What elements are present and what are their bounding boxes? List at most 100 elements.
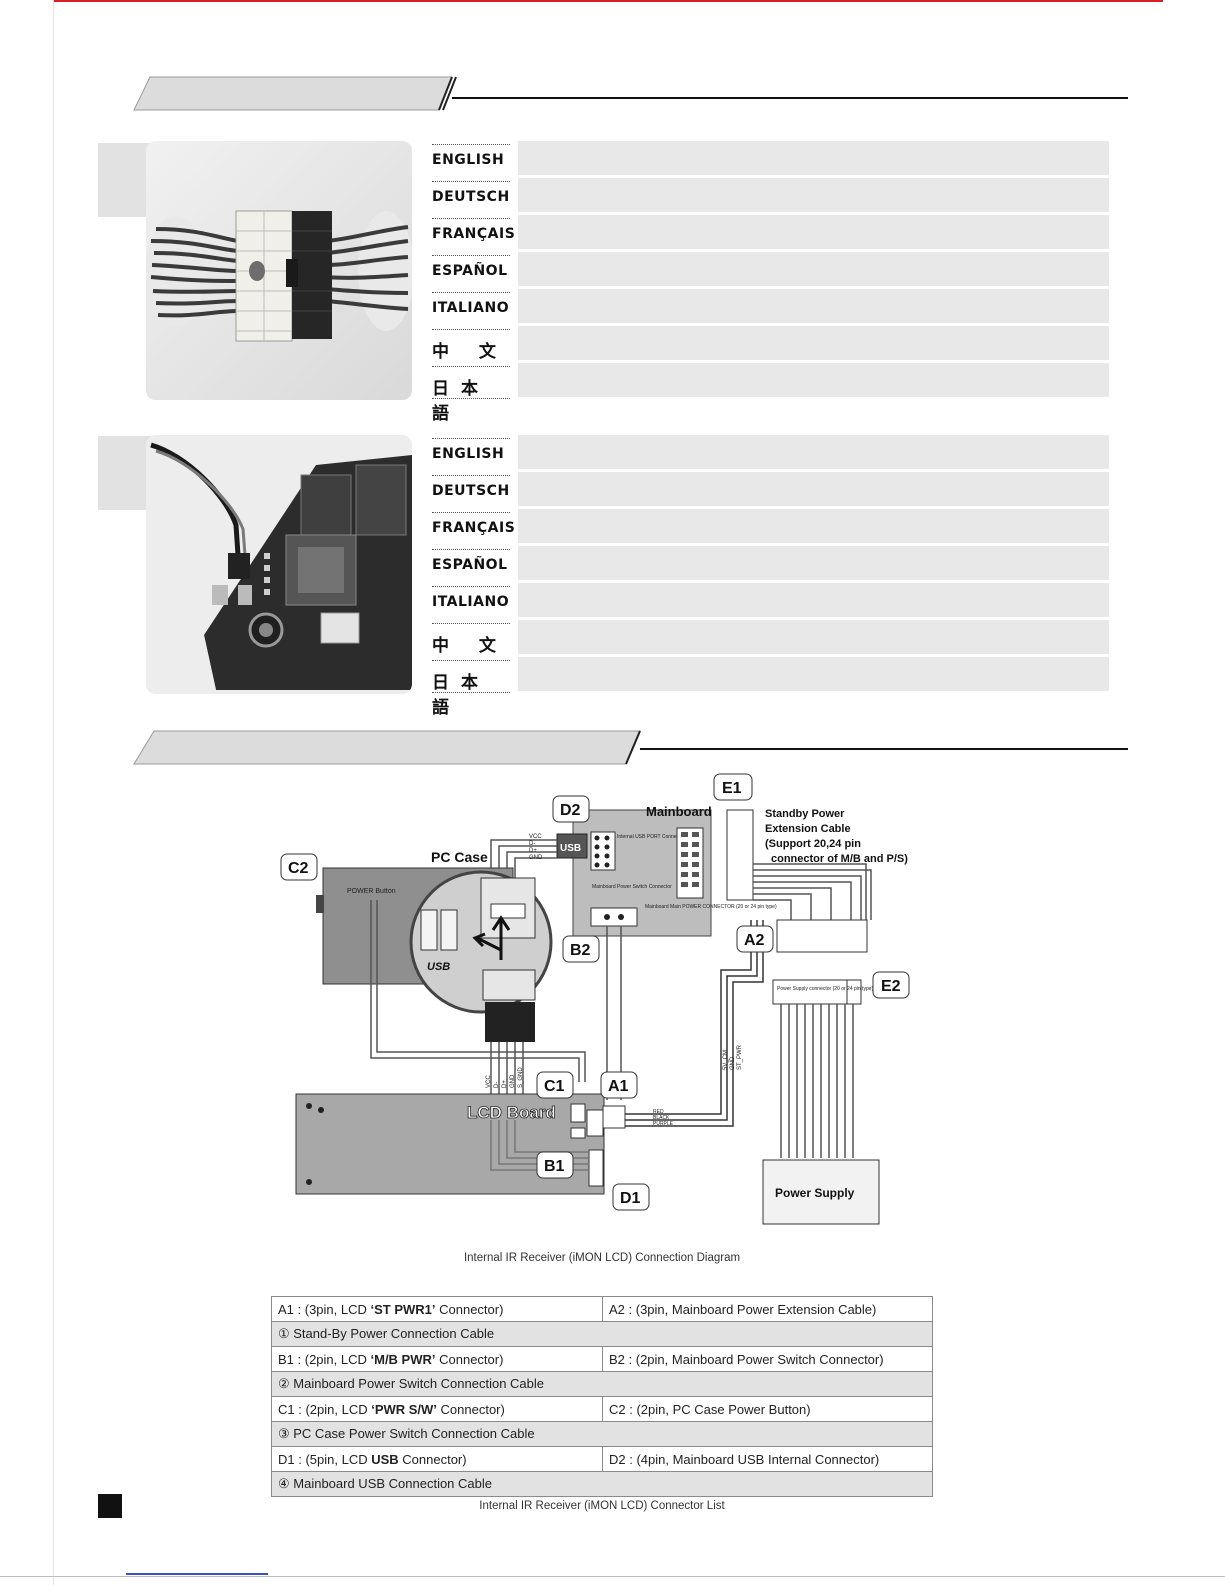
table-cell-lcd-connector: A1 : (3pin, LCD ‘ST PWR1’ Connector) bbox=[271, 1296, 603, 1322]
standby-label-2: Extension Cable bbox=[765, 823, 851, 835]
callout-b1: B1 bbox=[544, 1158, 565, 1175]
callout-c2: C2 bbox=[288, 860, 309, 877]
table-row: A1 : (3pin, LCD ‘ST PWR1’ Connector)A2 :… bbox=[271, 1296, 933, 1322]
language-label: ITALIANO bbox=[432, 594, 510, 610]
page-number-block bbox=[98, 1494, 122, 1518]
atx-connector-illustration bbox=[146, 141, 412, 400]
lang-dotted-rule bbox=[432, 181, 510, 182]
language-text-bar bbox=[518, 326, 1109, 360]
connector-name: ‘PWR S/W’ bbox=[371, 1401, 437, 1417]
lang-dotted-rule bbox=[432, 623, 510, 624]
connector-text: Connector) bbox=[435, 1351, 504, 1367]
language-label: ESPAÑOL bbox=[432, 263, 508, 279]
usb-label: USB bbox=[560, 843, 581, 854]
language-label: DEUTSCH bbox=[432, 483, 510, 499]
language-text-bar bbox=[518, 289, 1109, 323]
wire-red-label: RED bbox=[653, 1109, 664, 1115]
internal-usb-label: Internal USB PORT Connector bbox=[617, 834, 685, 840]
table-row: ④ Mainboard USB Connection Cable bbox=[271, 1471, 933, 1497]
connector-name: ‘M/B PWR’ bbox=[370, 1351, 436, 1367]
wire-black-label: BLACK bbox=[653, 1115, 670, 1121]
svg-text:VCC: VCC bbox=[486, 1075, 492, 1088]
connection-diagram: Mainboard USB Internal USB PORT Connecto… bbox=[271, 770, 933, 1290]
section-header-1 bbox=[133, 76, 1128, 111]
table-cell-lcd-connector: C1 : (2pin, LCD ‘PWR S/W’ Connector) bbox=[271, 1396, 603, 1422]
power-supply-label: Power Supply bbox=[775, 1186, 855, 1200]
standby-label-4: connector of M/B and P/S) bbox=[771, 853, 908, 865]
wire-purple-label: PURPLE bbox=[653, 1121, 674, 1127]
usb-port-shape bbox=[556, 833, 588, 859]
language-text-bar bbox=[518, 620, 1109, 654]
mainboard-header-illustration bbox=[146, 435, 412, 694]
lang-dotted-rule bbox=[432, 255, 510, 256]
left-margin-line bbox=[53, 0, 54, 1585]
language-label: 日本語 bbox=[432, 673, 490, 718]
svg-text:GND: GND bbox=[730, 1056, 736, 1070]
callout-b2: B2 bbox=[570, 942, 591, 959]
language-text-bar bbox=[518, 363, 1109, 397]
connector-table: A1 : (3pin, LCD ‘ST PWR1’ Connector)A2 :… bbox=[271, 1296, 933, 1497]
language-label: ENGLISH bbox=[432, 152, 505, 168]
power-button-label: POWER Button bbox=[347, 888, 396, 895]
lang-dotted-rule bbox=[432, 475, 510, 476]
table-cell-lcd-connector: B1 : (2pin, LCD ‘M/B PWR’ Connector) bbox=[271, 1346, 603, 1372]
callout-d1: D1 bbox=[620, 1190, 641, 1207]
table-row: D1 : (5pin, LCD USB Connector)D2 : (4pin… bbox=[271, 1446, 933, 1472]
usb-logo-text: USB bbox=[427, 961, 450, 973]
lang-dotted-rule bbox=[432, 218, 510, 219]
table-row: C1 : (2pin, LCD ‘PWR S/W’ Connector)C2 :… bbox=[271, 1396, 933, 1422]
lcd-board-shape bbox=[295, 1093, 605, 1195]
connector-text: A1 : (3pin, LCD bbox=[278, 1301, 371, 1317]
table-cell-mainboard-connector: C2 : (2pin, PC Case Power Button) bbox=[602, 1396, 933, 1422]
mb-switch-label: Mainboard Power Switch Connector bbox=[592, 884, 672, 890]
table-row: B1 : (2pin, LCD ‘M/B PWR’ Connector)B2 :… bbox=[271, 1346, 933, 1372]
language-label: FRANÇAIS bbox=[432, 520, 516, 536]
language-label: FRANÇAIS bbox=[432, 226, 516, 242]
lang-dotted-rule bbox=[432, 329, 510, 330]
svg-text:D+: D+ bbox=[502, 1080, 508, 1088]
svg-text:GND: GND bbox=[510, 1074, 516, 1088]
language-text-bar bbox=[518, 509, 1109, 543]
ps-connector-label: Power Supply connector (20 or 24 pin typ… bbox=[777, 986, 873, 992]
language-text-bar bbox=[518, 472, 1109, 506]
callout-e1: E1 bbox=[722, 780, 742, 797]
lang-dotted-rule bbox=[432, 398, 510, 399]
svg-text:VCC: VCC bbox=[529, 834, 542, 840]
standby-label-1: Standby Power bbox=[765, 808, 845, 820]
language-text-bar bbox=[518, 546, 1109, 580]
connector-text: B1 : (2pin, LCD bbox=[278, 1351, 371, 1367]
lang-dotted-rule bbox=[432, 692, 510, 693]
language-text-bar bbox=[518, 657, 1109, 691]
bottom-link-underline bbox=[126, 1573, 268, 1575]
lang-dotted-rule bbox=[432, 549, 510, 550]
connection-diagram-svg: Mainboard USB Internal USB PORT Connecto… bbox=[271, 770, 933, 1290]
connector-text: Connector) bbox=[398, 1451, 467, 1467]
diagram-caption: Internal IR Receiver (iMON LCD) Connecti… bbox=[463, 1252, 741, 1264]
connector-name: USB bbox=[371, 1451, 399, 1467]
language-label: DEUTSCH bbox=[432, 189, 510, 205]
svg-text:S_GND: S_GND bbox=[518, 1067, 524, 1088]
table-cell-cable: ③ PC Case Power Switch Connection Cable bbox=[271, 1421, 933, 1447]
table-cell-mainboard-connector: B2 : (2pin, Mainboard Power Switch Conne… bbox=[602, 1346, 933, 1372]
language-text-bar bbox=[518, 178, 1109, 212]
language-text-bar bbox=[518, 583, 1109, 617]
svg-text:D-: D- bbox=[494, 1082, 500, 1088]
pc-case-label: PC Case bbox=[431, 849, 488, 865]
standby-label-3: (Support 20,24 pin bbox=[765, 838, 861, 850]
atx-connector-photo bbox=[146, 141, 412, 400]
connector-text: Connector) bbox=[436, 1401, 505, 1417]
lang-dotted-rule bbox=[432, 292, 510, 293]
language-label: ITALIANO bbox=[432, 300, 510, 316]
table-row: ① Stand-By Power Connection Cable bbox=[271, 1321, 933, 1347]
language-text-bar bbox=[518, 141, 1109, 175]
language-label: ENGLISH bbox=[432, 446, 505, 462]
table-cell-cable: ② Mainboard Power Switch Connection Cabl… bbox=[271, 1371, 933, 1397]
power-supply-shape bbox=[762, 1159, 880, 1225]
table-row: ③ PC Case Power Switch Connection Cable bbox=[271, 1421, 933, 1447]
callout-c1: C1 bbox=[544, 1078, 565, 1095]
language-label: 中 文 bbox=[432, 342, 508, 362]
language-text-bar bbox=[518, 215, 1109, 249]
callout-d2: D2 bbox=[560, 802, 581, 819]
lang-dotted-rule bbox=[432, 512, 510, 513]
